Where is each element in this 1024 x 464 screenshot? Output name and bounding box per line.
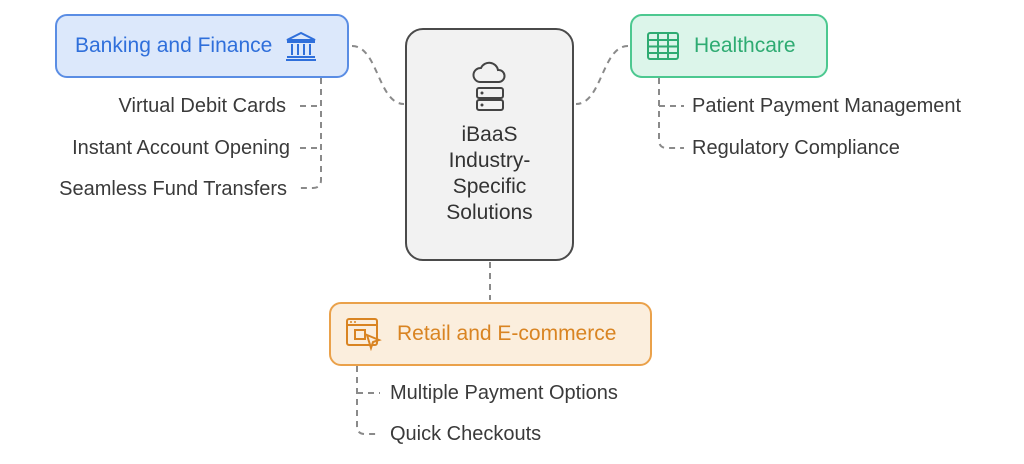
connector-banking [351, 45, 405, 105]
healthcare-label: Healthcare [694, 34, 796, 57]
center-title-line: Solutions [446, 201, 533, 224]
healthcare-node: Healthcare [630, 14, 828, 78]
center-title: iBaaS Industry- Specific Solutions [446, 122, 532, 226]
center-title-line: Industry- [448, 149, 531, 172]
retail-items-bracket [356, 366, 380, 435]
table-grid-icon [646, 31, 680, 61]
healthcare-items-bracket [658, 78, 684, 149]
connector-healthcare [575, 45, 629, 105]
center-title-line: Specific [452, 175, 527, 198]
center-node: iBaaS Industry- Specific Solutions [405, 28, 574, 261]
retail-item: Multiple Payment Options [390, 382, 618, 404]
healthcare-item: Regulatory Compliance [692, 137, 900, 159]
healthcare-item: Patient Payment Management [692, 95, 962, 117]
retail-label: Retail and E-commerce [397, 322, 617, 345]
cloud-server-icon [470, 60, 510, 114]
bank-icon [284, 30, 318, 62]
banking-label: Banking and Finance [75, 34, 273, 57]
retail-item: Quick Checkouts [390, 423, 542, 445]
web-cursor-icon [345, 317, 383, 351]
center-title-line: iBaaS [461, 123, 518, 146]
banking-items-bracket [300, 78, 322, 189]
banking-item: Seamless Fund Transfers [59, 178, 287, 200]
banking-item: Virtual Debit Cards [118, 95, 286, 117]
retail-node: Retail and E-commerce [329, 302, 652, 366]
banking-item: Instant Account Opening [72, 137, 290, 159]
banking-node: Banking and Finance [55, 14, 349, 78]
